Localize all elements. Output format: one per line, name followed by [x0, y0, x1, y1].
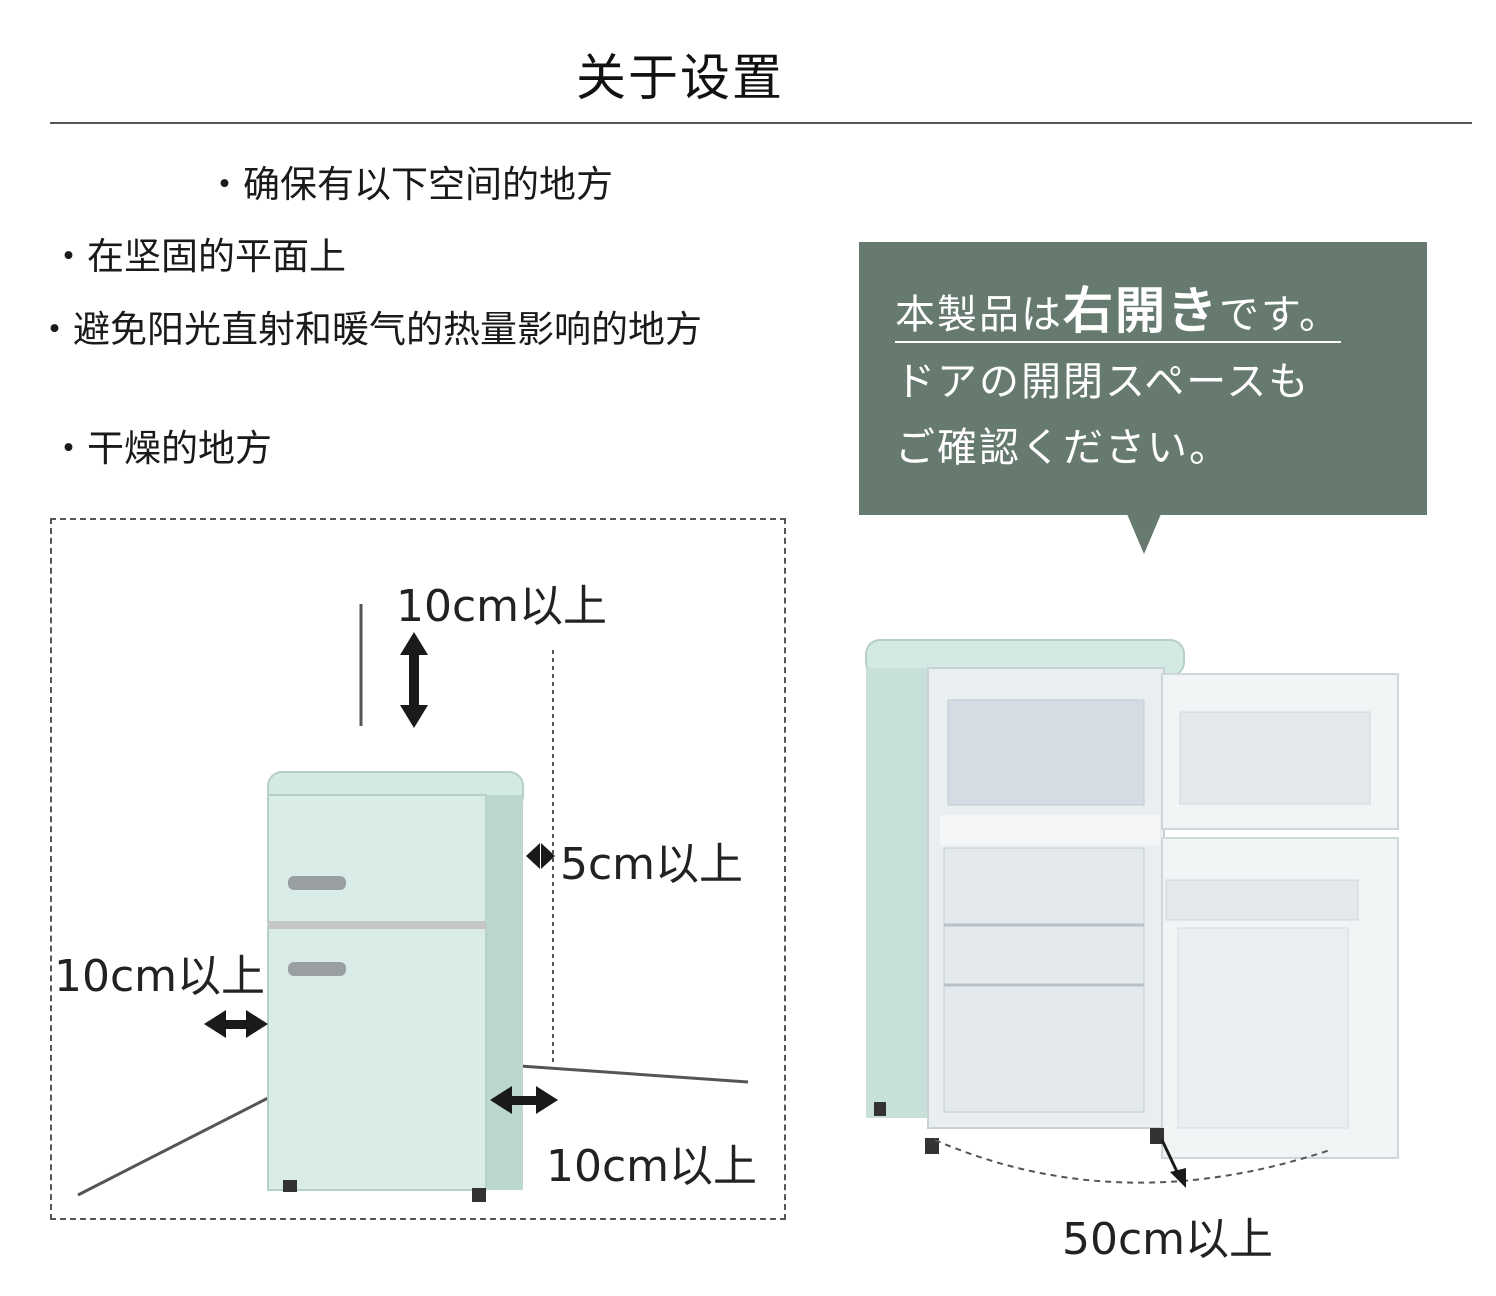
requirements-intro: ・确保有以下空间的地方 [206, 163, 613, 206]
door-clearance-label: 50cm以上 [1062, 1214, 1274, 1265]
fridge-open-icon [865, 639, 1399, 1159]
page-title: 关于设置 [576, 49, 784, 107]
callout-pointer [1127, 514, 1161, 554]
callout-text: です。 [1219, 292, 1341, 338]
wall-line [519, 1064, 749, 1084]
requirement-item: ・避免阳光直射和暖气的热量影响的地方 [36, 308, 702, 351]
callout-text: 本製品は [895, 292, 1063, 338]
callout-emphasis: 右開き [1063, 282, 1219, 340]
title-divider [50, 122, 1472, 124]
door-direction-callout: 本製品は右開きです。 ドアの開閉スペースも ご確認ください。 [859, 242, 1427, 515]
right-clearance-label: 5cm以上 [560, 839, 744, 890]
back-clearance-label: 10cm以上 [546, 1141, 758, 1192]
callout-text: ドアの開閉スペースも [895, 359, 1311, 405]
top-clearance-label: 10cm以上 [396, 581, 608, 632]
clearance-diagram-frame [50, 518, 786, 1220]
floor-line [77, 1096, 269, 1197]
requirement-item: ・干燥的地方 [50, 427, 272, 470]
left-clearance-label: 10cm以上 [54, 951, 266, 1002]
door-swing-arc [934, 1139, 1331, 1184]
callout-text: ご確認ください。 [895, 425, 1231, 471]
clearance-arrows [204, 632, 558, 1114]
fridge-closed-icon [267, 771, 524, 1202]
requirement-item: ・在坚固的平面上 [50, 235, 346, 278]
